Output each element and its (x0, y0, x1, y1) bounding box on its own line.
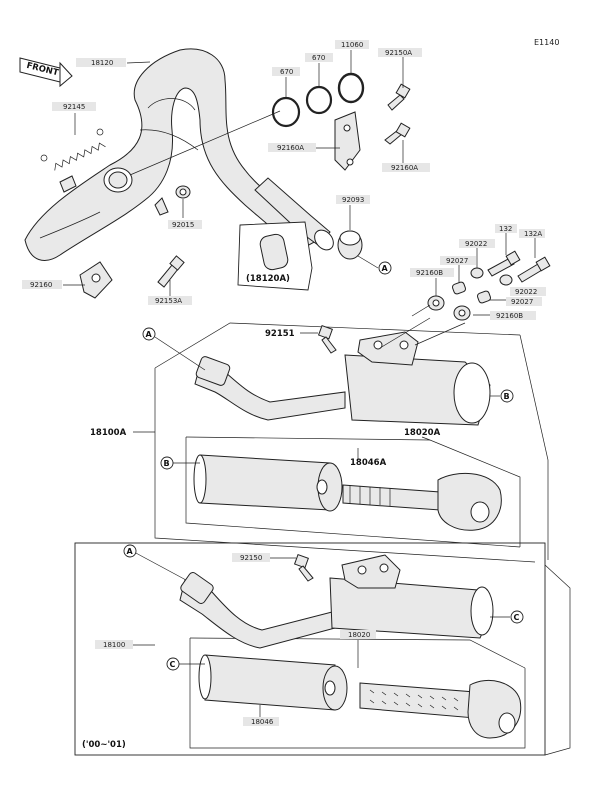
label-18046A: 18046A (350, 458, 387, 468)
gaskets-670-11060 (271, 72, 365, 128)
label-92160A-b: 92160A (391, 164, 418, 172)
collar-92015 (175, 185, 191, 199)
label-18100: 18100 (103, 641, 125, 649)
callouts: A A B B A C C (123, 261, 524, 671)
label-92150: 92150 (240, 554, 262, 562)
bolts-92150A-plate-92160A (334, 83, 411, 171)
callout-a2: A (146, 330, 153, 339)
label-92160B-a: 92160B (416, 269, 443, 277)
label-11060: 11060 (341, 41, 363, 49)
year-note: ('00~'01) (82, 740, 126, 750)
label-132A: 132A (524, 230, 542, 238)
label-92027a: 92027 (446, 257, 468, 265)
part-labels: 18120 92145 92015 92160 92153A 670 670 1… (22, 40, 546, 750)
subassembly-18120A: (18120A) (237, 221, 313, 291)
silencer-core-18046 (198, 654, 348, 711)
callout-c2: C (170, 660, 176, 669)
label-92160B-b: 92160B (496, 312, 523, 320)
label-18100A: 18100A (90, 428, 127, 438)
label-670b: 670 (312, 54, 325, 62)
label-92150A: 92150A (385, 49, 412, 57)
silencer-core-18046A (193, 454, 343, 512)
muffler-18100 (179, 553, 494, 649)
hardware-cluster (427, 250, 551, 321)
label-92160: 92160 (30, 281, 52, 289)
callout-b2: B (164, 459, 170, 468)
muffler-18100A (194, 331, 491, 426)
label-92027b: 92027 (511, 298, 533, 306)
label-132: 132 (499, 225, 512, 233)
subassembly-label: (18120A) (246, 274, 290, 284)
label-670a: 670 (280, 68, 293, 76)
label-92151: 92151 (265, 329, 295, 339)
label-18120: 18120 (91, 59, 113, 67)
label-92145: 92145 (63, 103, 85, 111)
label-18020: 18020 (348, 631, 370, 639)
bracket-92160 (79, 261, 113, 299)
sleeve-92093 (337, 230, 363, 260)
label-92022b: 92022 (515, 288, 537, 296)
label-92153A: 92153A (155, 297, 182, 305)
bolt-92151 (317, 324, 337, 354)
label-18020A: 18020A (404, 428, 441, 438)
label-92022a: 92022 (465, 240, 487, 248)
exhaust-pipe-18120 (24, 48, 334, 261)
label-18046: 18046 (251, 718, 274, 726)
callout-a3: A (127, 547, 134, 556)
front-arrow-icon: FRONT (19, 57, 73, 88)
label-92093: 92093 (342, 196, 364, 204)
bolt-92153A (157, 255, 185, 288)
end-cap-18020 (359, 679, 522, 739)
leader-lines (63, 50, 536, 717)
label-92160A-a: 92160A (277, 144, 304, 152)
spring-92145 (40, 128, 106, 171)
callout-a1: A (382, 264, 389, 273)
end-cap-18020A (342, 472, 502, 531)
callout-b1: B (504, 392, 510, 401)
callout-c1: C (514, 613, 520, 622)
label-92015: 92015 (172, 221, 194, 229)
diagram-code: E1140 (534, 38, 559, 47)
